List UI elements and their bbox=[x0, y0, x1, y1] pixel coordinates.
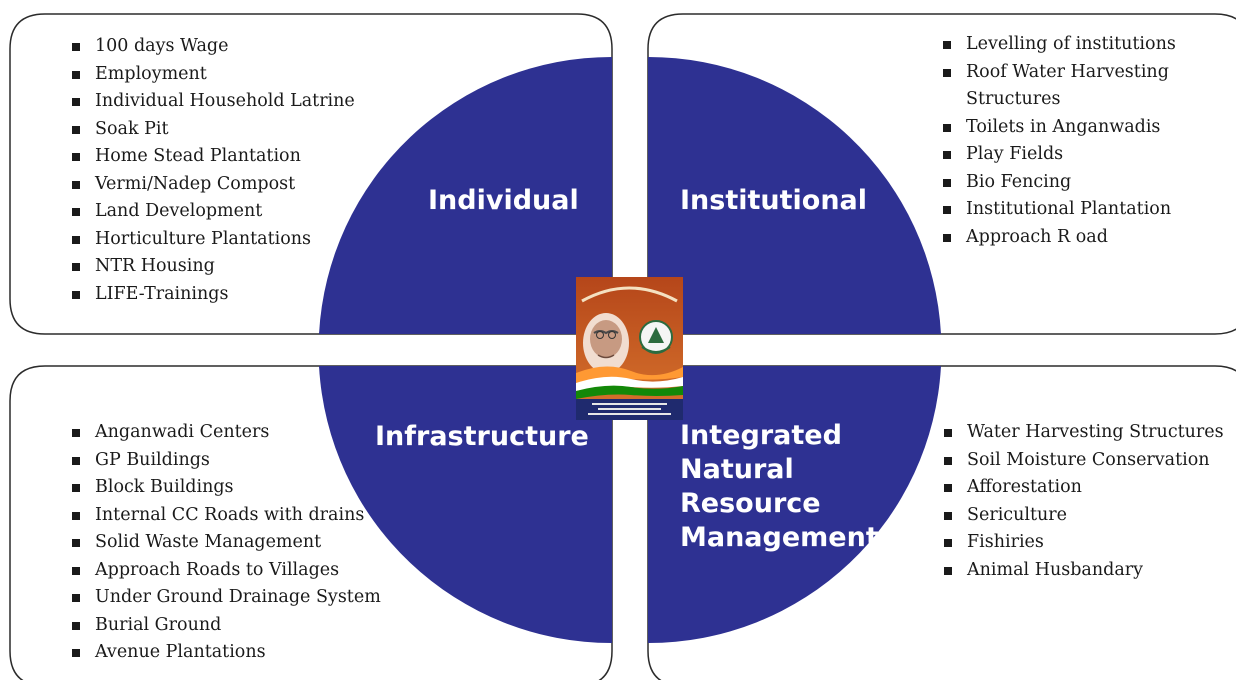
inrm-label-line: Resource bbox=[680, 488, 821, 519]
list-item: Anganwadi Centers bbox=[72, 419, 381, 447]
list-item: Sericulture bbox=[944, 502, 1224, 530]
list-item: NTR Housing bbox=[72, 253, 355, 281]
list-item: Avenue Plantations bbox=[72, 639, 381, 667]
list-item: Employment bbox=[72, 61, 355, 89]
list-item: Solid Waste Management bbox=[72, 529, 381, 557]
list-item: Horticulture Plantations bbox=[72, 226, 355, 254]
individual-quarter bbox=[319, 56, 612, 335]
list-item: GP Buildings bbox=[72, 447, 381, 475]
institutional-label: Institutional bbox=[680, 185, 868, 216]
inrm-list: Water Harvesting Structures Soil Moistur… bbox=[944, 419, 1224, 584]
list-item: Block Buildings bbox=[72, 474, 381, 502]
infrastructure-label: Infrastructure bbox=[375, 421, 589, 452]
list-item: Play Fields bbox=[943, 141, 1176, 169]
list-item: Animal Husbandary bbox=[944, 557, 1224, 585]
list-item: 100 days Wage bbox=[72, 33, 355, 61]
infrastructure-quarter bbox=[319, 366, 612, 644]
list-item: Home Stead Plantation bbox=[72, 143, 355, 171]
list-item: Institutional Plantation bbox=[943, 196, 1176, 224]
list-item: Approach R oad bbox=[943, 224, 1176, 252]
inrm-quarter bbox=[648, 366, 941, 644]
individual-label: Individual bbox=[428, 185, 579, 216]
institutional-quarter bbox=[648, 56, 941, 335]
mahatma-gandhi-nrega-logo-icon bbox=[576, 277, 683, 420]
inrm-label-line: Integrated bbox=[680, 420, 842, 451]
list-item: Levelling of institutions bbox=[943, 31, 1176, 59]
list-item-line: Roof Water Harvesting bbox=[966, 61, 1169, 82]
inrm-label: Integrated Natural Resource Management bbox=[680, 419, 879, 555]
list-item: LIFE-Trainings bbox=[72, 281, 355, 309]
list-item: Roof Water Harvesting Structures bbox=[943, 59, 1176, 114]
inrm-label-line: Management bbox=[680, 522, 879, 553]
list-item-continuation: Structures bbox=[966, 89, 1061, 109]
list-item: Soil Moisture Conservation bbox=[944, 447, 1224, 475]
list-item: Afforestation bbox=[944, 474, 1224, 502]
list-item: Fishiries bbox=[944, 529, 1224, 557]
inrm-label-line: Natural bbox=[680, 454, 794, 485]
list-item: Vermi/Nadep Compost bbox=[72, 171, 355, 199]
list-item: Under Ground Drainage System bbox=[72, 584, 381, 612]
list-item: Water Harvesting Structures bbox=[944, 419, 1224, 447]
list-item: Individual Household Latrine bbox=[72, 88, 355, 116]
list-item: Soak Pit bbox=[72, 116, 355, 144]
list-item: Toilets in Anganwadis bbox=[943, 114, 1176, 142]
list-item: Burial Ground bbox=[72, 612, 381, 640]
list-item: Land Development bbox=[72, 198, 355, 226]
list-item: Approach Roads to Villages bbox=[72, 557, 381, 585]
list-item: Bio Fencing bbox=[943, 169, 1176, 197]
list-item: Internal CC Roads with drains bbox=[72, 502, 381, 530]
infrastructure-list: Anganwadi Centers GP Buildings Block Bui… bbox=[72, 419, 381, 667]
institutional-list: Levelling of institutions Roof Water Har… bbox=[943, 31, 1176, 251]
individual-list: 100 days Wage Employment Individual Hous… bbox=[72, 33, 355, 308]
